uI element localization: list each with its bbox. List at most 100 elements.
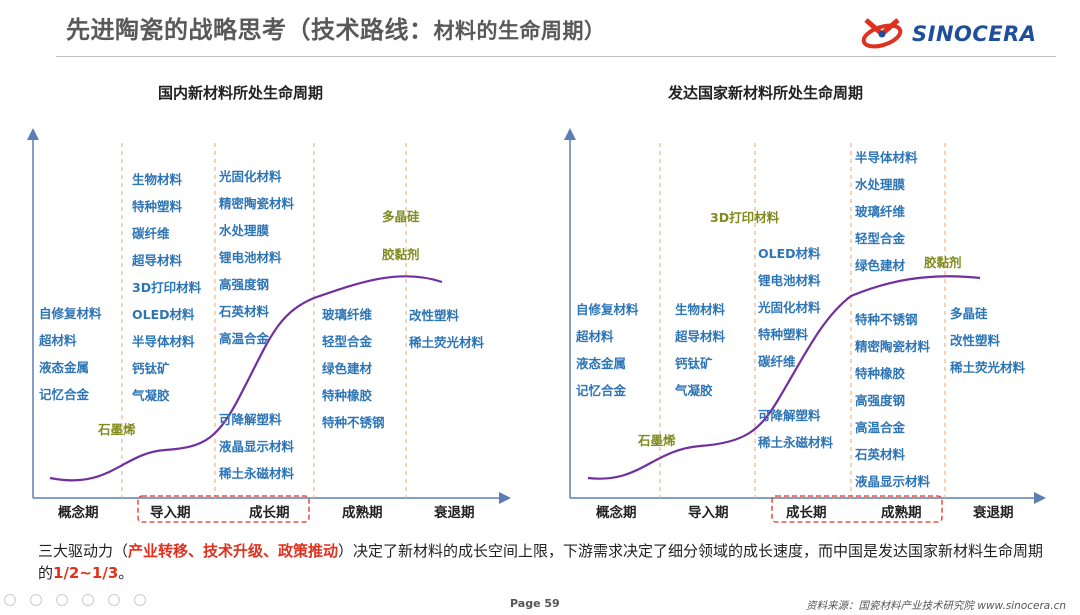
material-label: 锂电池材料 (219, 250, 282, 265)
material-label: 轻型合金 (855, 231, 906, 246)
header-divider (56, 56, 1056, 57)
right-phase-dividers (659, 143, 946, 498)
material-label: 液晶显示材料 (219, 439, 295, 454)
material-label: 半导体材料 (855, 150, 918, 165)
prev-slide-icon[interactable] (4, 594, 16, 606)
material-label: 锂电池材料 (758, 273, 821, 288)
material-label: 记忆合金 (576, 383, 627, 398)
material-label: 可降解塑料 (219, 412, 282, 427)
material-label: 特种不锈钢 (855, 312, 918, 327)
material-labels: 概念期 导入期 成长期 成熟期 衰退期 概念期 导入期 成长期 成熟期 衰退期 自修复材料超材料液态… (38, 150, 1026, 521)
left-highlight-box (137, 495, 310, 523)
brand-name: SINOCERA (912, 22, 1037, 46)
slide-nav-controls[interactable] (4, 594, 146, 606)
material-label: 碳纤维 (132, 226, 170, 241)
brand-logo: SINOCERA (860, 14, 1037, 54)
material-label: 生物材料 (675, 302, 726, 317)
right-highlight-box (771, 495, 943, 523)
material-label: 气凝胶 (131, 388, 170, 403)
right-lifecycle-curve (587, 275, 981, 480)
material-label: 液态金属 (39, 360, 89, 375)
left-panel-title: 国内新材料所处生命周期 (158, 84, 324, 102)
left-lifecycle-curve (49, 275, 443, 482)
phase-label: 导入期 (150, 505, 191, 521)
zoom-icon[interactable] (108, 594, 120, 606)
page-title: 先进陶瓷的战略思考（技术路线：材料的生命周期） (66, 16, 606, 44)
material-label: 多晶硅 (950, 306, 988, 321)
material-label: 特种橡胶 (322, 388, 373, 403)
driving-forces-emphasis: 产业转移、技术升级、政策推动 (128, 542, 339, 560)
material-label: 绿色建材 (322, 361, 373, 376)
material-label: 高温合金 (855, 420, 906, 435)
phase-label: 衰退期 (433, 504, 475, 521)
material-label: 水处理膜 (855, 177, 906, 192)
material-label: 可降解塑料 (758, 408, 821, 423)
left-phase-dividers (121, 143, 407, 498)
material-label: 记忆合金 (39, 387, 90, 402)
material-label: 玻璃纤维 (855, 204, 906, 219)
material-label: 高强度钢 (855, 393, 905, 408)
material-label-highlight: 石墨烯 (97, 422, 136, 437)
sinocera-logo-icon (861, 18, 903, 49)
phase-label: 成长期 (249, 504, 290, 521)
material-label-highlight: 胶黏剂 (924, 255, 962, 270)
material-label: 精密陶瓷材料 (219, 196, 295, 211)
material-label: 特种不锈钢 (322, 415, 385, 430)
page-number: Page 59 (510, 597, 560, 610)
material-label: 自修复材料 (39, 306, 102, 321)
material-label: 半导体材料 (132, 334, 195, 349)
material-label: 石英材料 (218, 304, 270, 319)
pen-icon[interactable] (56, 594, 68, 606)
material-label: 3D打印材料 (132, 280, 202, 295)
material-label: 改性塑料 (409, 308, 460, 323)
phase-label: 成熟期 (881, 504, 922, 521)
material-label: 自修复材料 (576, 302, 639, 317)
phase-label: 衰退期 (972, 504, 1014, 521)
material-label: 高温合金 (219, 331, 270, 346)
material-label: 超材料 (38, 333, 77, 348)
material-label-highlight: 石墨烯 (637, 433, 676, 448)
left-lifecycle-chart (27, 128, 511, 523)
right-panel-title: 发达国家新材料所处生命周期 (668, 84, 864, 102)
material-label: 稀土永磁材料 (219, 466, 295, 481)
conclusion-text: 三大驱动力（产业转移、技术升级、政策推动）决定了新材料的成长空间上限，下游需求决… (38, 542, 1044, 582)
material-label: 超导材料 (674, 329, 726, 344)
material-label: OLED材料 (758, 246, 821, 261)
material-label: 轻型合金 (322, 334, 373, 349)
material-label: 光固化材料 (218, 169, 282, 184)
material-label: 精密陶瓷材料 (855, 339, 931, 354)
phase-label: 成长期 (786, 504, 827, 521)
material-label-highlight: 多晶硅 (382, 209, 420, 224)
more-icon[interactable] (134, 594, 146, 606)
source-note: 资料来源：国瓷材料产业技术研究院 www.sinocera.cn (806, 600, 1066, 612)
phase-label: 概念期 (596, 504, 637, 521)
material-label: 特种塑料 (758, 327, 809, 342)
material-label: 超导材料 (131, 253, 183, 268)
material-label: 玻璃纤维 (322, 307, 373, 322)
material-label-highlight: 胶黏剂 (382, 247, 420, 262)
material-label: 液晶显示材料 (855, 474, 931, 489)
phase-label: 导入期 (688, 505, 729, 521)
material-label: 气凝胶 (674, 383, 713, 398)
right-lifecycle-chart (564, 128, 1046, 523)
material-label: 光固化材料 (757, 300, 821, 315)
material-label: 液态金属 (576, 356, 626, 371)
material-label: OLED材料 (132, 307, 195, 322)
material-label: 石英材料 (854, 447, 906, 462)
phase-label: 成熟期 (342, 504, 383, 521)
menu-icon[interactable] (82, 594, 94, 606)
phase-label: 概念期 (58, 504, 99, 521)
material-label: 稀土荧光材料 (409, 335, 485, 350)
material-label-highlight: 3D打印材料 (710, 210, 780, 225)
material-label: 钙钛矿 (675, 356, 713, 371)
next-slide-icon[interactable] (30, 594, 42, 606)
material-label: 特种塑料 (132, 199, 183, 214)
material-label: 绿色建材 (855, 258, 906, 273)
lifecycle-diagrams: 概念期 导入期 成长期 成熟期 衰退期 概念期 导入期 成长期 成熟期 衰退期 自修复材料超材料液态… (27, 128, 1046, 523)
material-label: 水处理膜 (219, 223, 270, 238)
material-label: 特种橡胶 (855, 366, 906, 381)
material-label: 改性塑料 (950, 333, 1001, 348)
material-label: 超材料 (575, 329, 614, 344)
material-label: 生物材料 (132, 172, 183, 187)
material-label: 稀土荧光材料 (950, 360, 1026, 375)
